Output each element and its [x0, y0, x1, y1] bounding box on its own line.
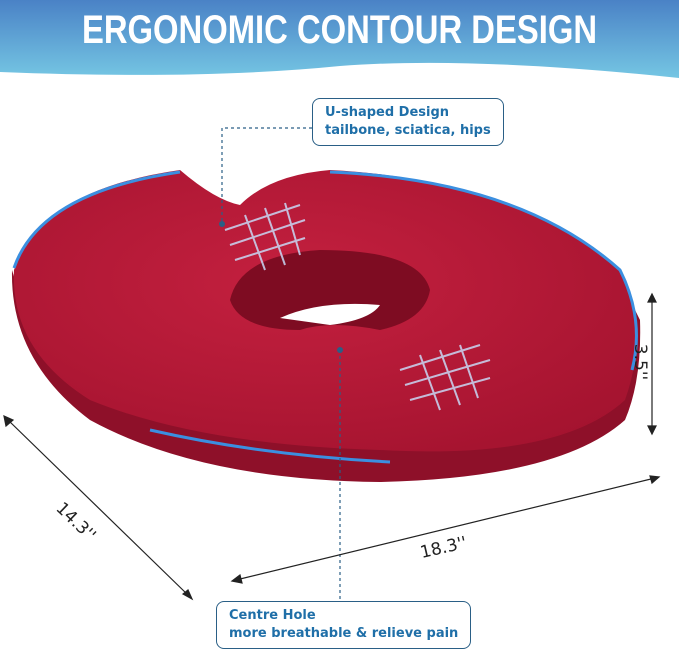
page-title: ERGONOMIC CONTOUR DESIGN	[81, 8, 598, 52]
dimension-height: 3.5''	[630, 343, 651, 381]
callout-centre-hole: Centre Hole more breathable & relieve pa…	[216, 601, 472, 649]
callout-u-shaped-design: U-shaped Design tailbone, sciatica, hips	[312, 98, 504, 146]
banner-wave	[0, 62, 679, 100]
callout-u-shaped-title: U-shaped Design	[325, 105, 450, 120]
pressure-mesh-icon	[224, 202, 491, 411]
callout-centre-hole-desc: more breathable & relieve pain	[229, 626, 459, 641]
centre-hole	[230, 250, 430, 330]
callout-centre-hole-title: Centre Hole	[229, 608, 316, 623]
callout-u-shaped-desc: tailbone, sciatica, hips	[325, 123, 491, 138]
